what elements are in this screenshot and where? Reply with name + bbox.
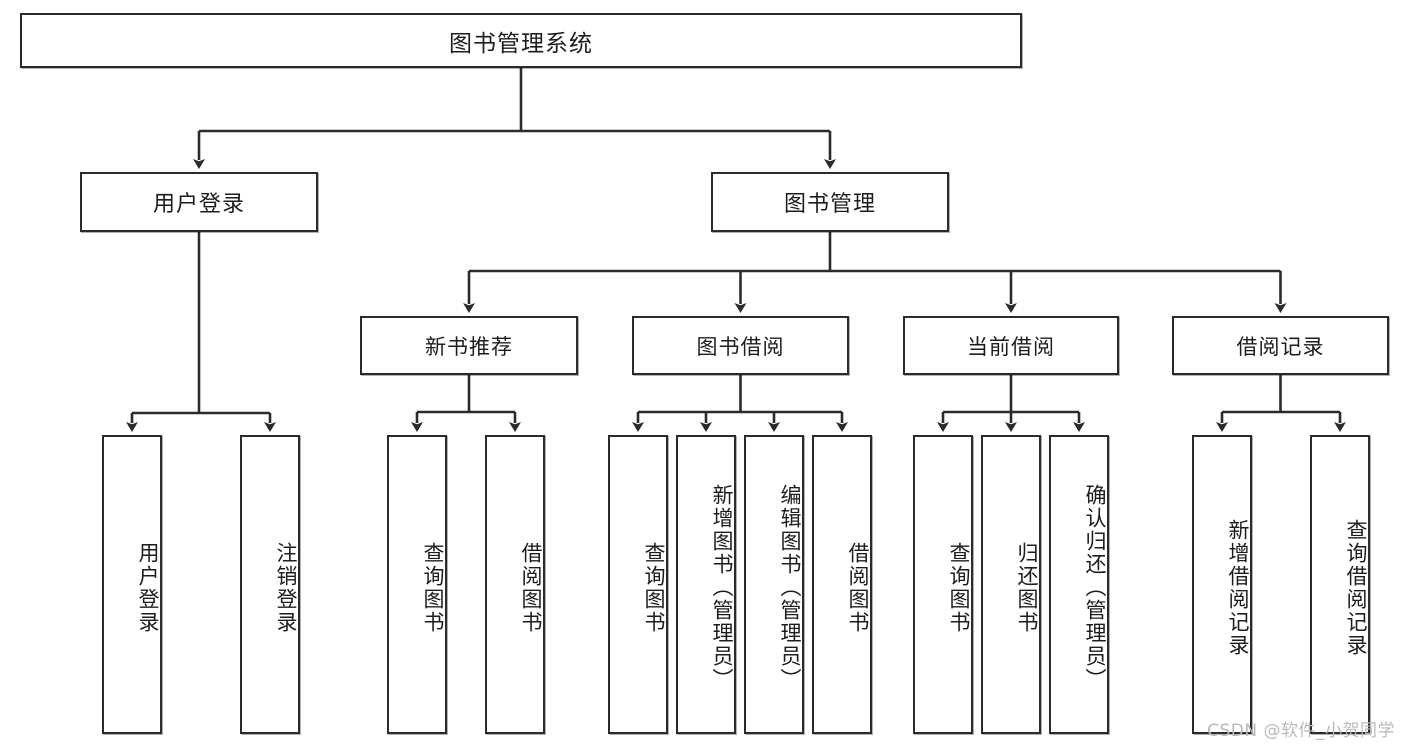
node-borrow-record[interactable]: 借阅记录 bbox=[1172, 316, 1389, 375]
node-book-management-label: 图书管理 bbox=[783, 192, 876, 217]
leaf-logout[interactable]: 注销登录 bbox=[240, 435, 300, 734]
leaf-return-book-label: 归还图书 bbox=[1015, 541, 1039, 634]
leaf-add-borrow-record[interactable]: 新增借阅记录 bbox=[1192, 435, 1252, 734]
leaf-add-borrow-record-label: 新增借阅记录 bbox=[1226, 518, 1250, 657]
leaf-logout-label: 注销登录 bbox=[274, 541, 298, 634]
node-book-borrow[interactable]: 图书借阅 bbox=[632, 316, 849, 375]
node-current-borrow-label: 当前借阅 bbox=[967, 334, 1055, 359]
leaf-confirm-return-admin-label: 确认归还（管理员） bbox=[1083, 484, 1107, 691]
leaf-add-book-admin[interactable]: 新增图书（管理员） bbox=[676, 435, 736, 734]
leaf-query-book-current[interactable]: 查询图书 bbox=[913, 435, 973, 734]
leaf-add-book-admin-label: 新增图书（管理员） bbox=[710, 484, 734, 691]
node-user-login-label: 用户登录 bbox=[152, 192, 245, 217]
leaf-query-book-current-label: 查询图书 bbox=[947, 541, 971, 634]
leaf-edit-book-admin[interactable]: 编辑图书（管理员） bbox=[744, 435, 804, 734]
leaf-borrow-book-label: 借阅图书 bbox=[846, 541, 870, 634]
leaf-query-borrow-record-label: 查询借阅记录 bbox=[1344, 518, 1368, 657]
node-book-management[interactable]: 图书管理 bbox=[711, 172, 949, 232]
leaf-edit-book-admin-label: 编辑图书（管理员） bbox=[778, 484, 802, 691]
leaf-query-book-recommend[interactable]: 查询图书 bbox=[387, 435, 447, 734]
leaf-borrow-book[interactable]: 借阅图书 bbox=[812, 435, 872, 734]
leaf-query-borrow-record[interactable]: 查询借阅记录 bbox=[1310, 435, 1370, 734]
leaf-user-login-label: 用户登录 bbox=[136, 541, 160, 634]
node-new-book-recommend-label: 新书推荐 bbox=[425, 334, 513, 359]
leaf-borrow-book-recommend-label: 借阅图书 bbox=[519, 541, 543, 634]
leaf-query-book-borrow-label: 查询图书 bbox=[642, 541, 666, 634]
node-root[interactable]: 图书管理系统 bbox=[20, 13, 1022, 68]
leaf-user-login[interactable]: 用户登录 bbox=[102, 435, 162, 734]
node-new-book-recommend[interactable]: 新书推荐 bbox=[360, 316, 578, 375]
leaf-borrow-book-recommend[interactable]: 借阅图书 bbox=[485, 435, 545, 734]
leaf-confirm-return-admin[interactable]: 确认归还（管理员） bbox=[1049, 435, 1109, 734]
leaf-query-book-borrow[interactable]: 查询图书 bbox=[608, 435, 668, 734]
leaf-query-book-recommend-label: 查询图书 bbox=[421, 541, 445, 634]
node-user-login[interactable]: 用户登录 bbox=[80, 172, 318, 232]
node-current-borrow[interactable]: 当前借阅 bbox=[903, 316, 1119, 375]
node-borrow-record-label: 借阅记录 bbox=[1236, 334, 1325, 359]
node-root-label: 图书管理系统 bbox=[449, 30, 593, 57]
node-book-borrow-label: 图书借阅 bbox=[696, 334, 785, 359]
leaf-return-book[interactable]: 归还图书 bbox=[981, 435, 1041, 734]
watermark: CSDN @软件_小贺同学 bbox=[1207, 721, 1395, 741]
